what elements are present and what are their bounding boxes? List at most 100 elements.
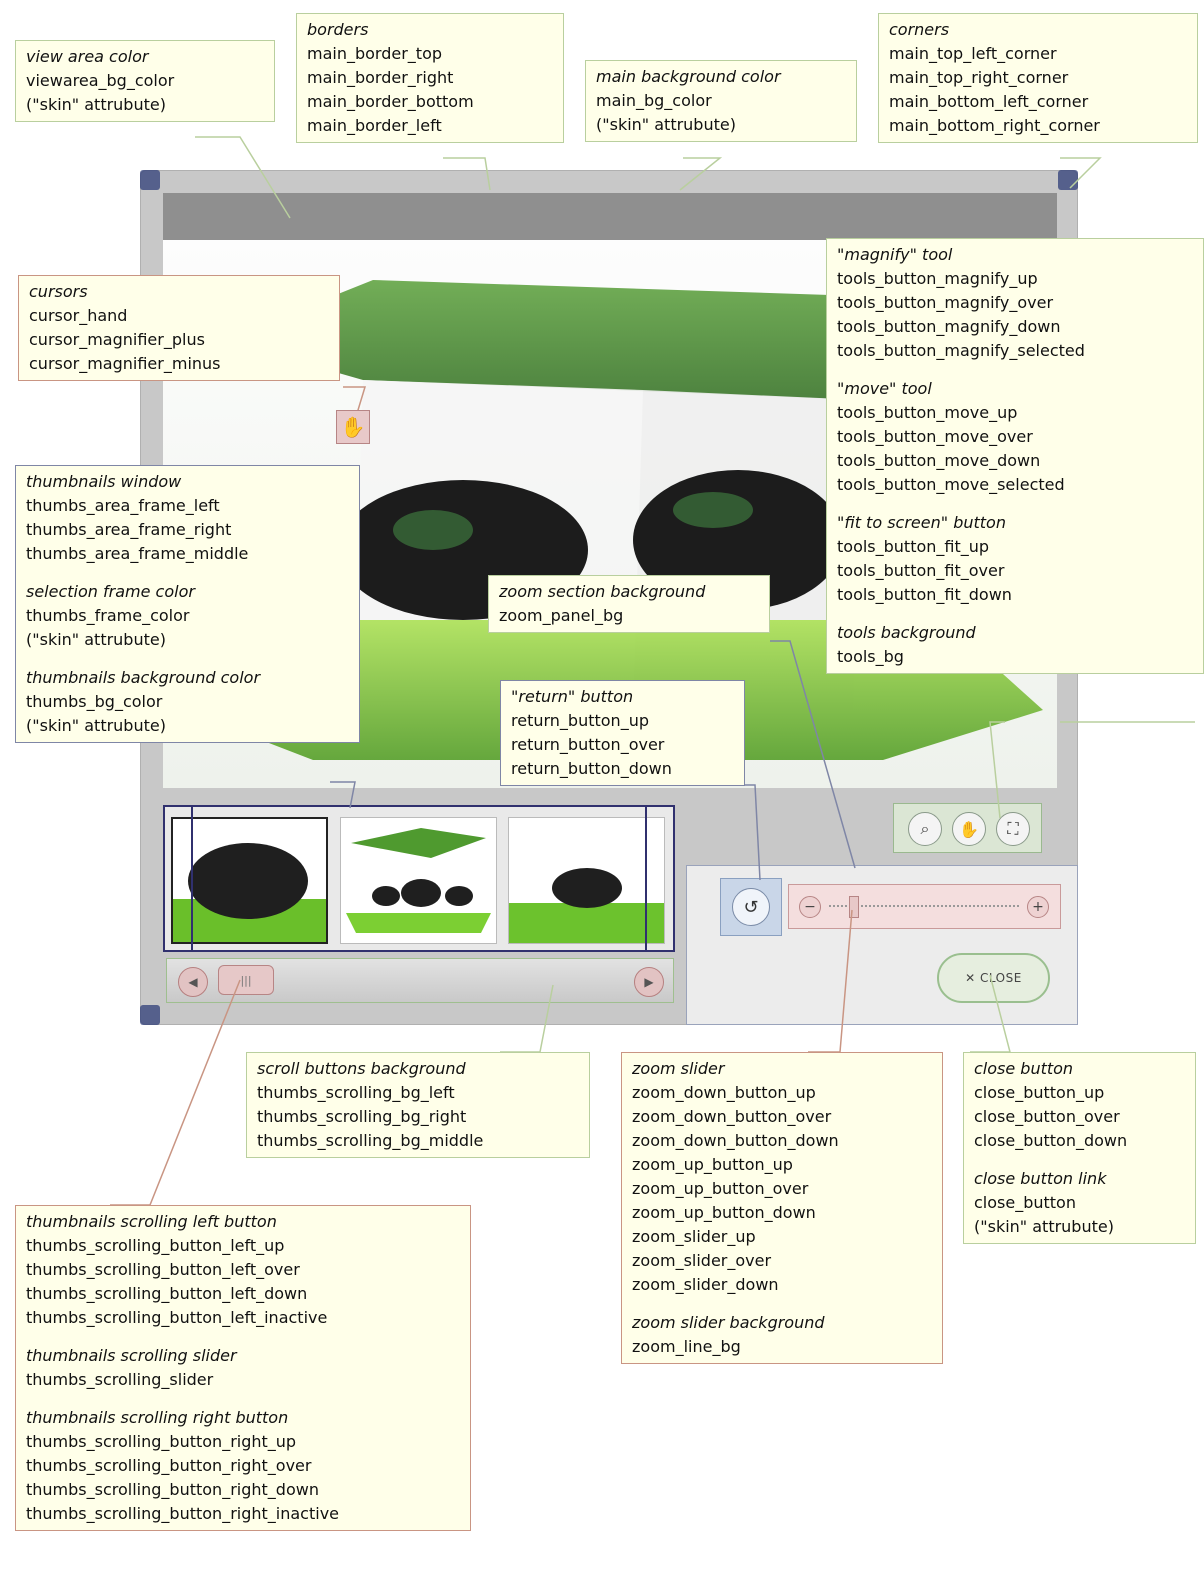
callout-line: thumbs_scrolling_bg_left [257,1083,455,1102]
callout-line: main_border_left [307,116,442,135]
callout-tools: "magnify" tool tools_button_magnify_up t… [826,238,1204,674]
thumbnail-2[interactable] [340,817,497,944]
callout-line: thumbs_area_frame_right [26,520,232,539]
corner-top-left [140,170,160,190]
callout-line: thumbs_scrolling_button_left_up [26,1236,285,1255]
callout-line: close_button_down [974,1131,1128,1150]
thumbnail-image [509,868,664,943]
fit-screen-icon[interactable]: ⛶ [996,812,1030,846]
callout-line: return_button_up [511,711,649,730]
callout-line: cursor_magnifier_minus [29,354,221,373]
selection-frame-right [645,807,647,950]
hand-cursor-icon: ✋ [336,410,370,444]
callout-line: zoom_down_button_over [632,1107,832,1126]
callout-title: close button link [974,1169,1107,1188]
thumbs-scrolling-slider[interactable]: ||| [218,965,274,995]
callout-title: main background color [596,67,781,86]
callout-title: thumbnails scrolling slider [26,1346,237,1365]
arrow-left-icon[interactable]: ◀ [178,967,208,997]
plus-icon[interactable]: + [1027,896,1049,918]
callout-line: tools_button_magnify_up [837,269,1038,288]
callout-title: thumbnails background color [26,668,261,687]
callout-line: tools_button_fit_down [837,585,1012,604]
magnifier-icon[interactable]: ⌕ [908,812,942,846]
callout-line: ("skin" attrubute) [596,115,736,134]
callout-line: cursor_magnifier_plus [29,330,205,349]
callout-return-button: "return" button return_button_up return_… [500,680,745,786]
top-band [163,193,1057,240]
minus-icon[interactable]: − [799,896,821,918]
callout-line: zoom_up_button_down [632,1203,816,1222]
arrow-right-icon[interactable]: ▶ [634,967,664,997]
callout-line: main_border_right [307,68,454,87]
callout-line: main_bottom_left_corner [889,92,1089,111]
callout-line: thumbs_scrolling_bg_middle [257,1131,484,1150]
callout-main-bg: main background color main_bg_color ("sk… [585,60,857,142]
callout-cursors: cursors cursor_hand cursor_magnifier_plu… [18,275,340,381]
return-icon: ↺ [732,888,770,926]
callout-scrolling: thumbnails scrolling left button thumbs_… [15,1205,471,1531]
callout-line: return_button_down [511,759,672,778]
callout-title: corners [889,20,950,39]
callout-line: tools_button_move_up [837,403,1018,422]
callout-title: close button [974,1059,1074,1078]
thumbnails-window [163,805,675,952]
callout-title: thumbnails scrolling right button [26,1408,289,1427]
callout-line: thumbs_scrolling_button_right_up [26,1432,297,1451]
corner-bottom-left [140,1005,160,1025]
callout-line: thumbs_scrolling_button_left_down [26,1284,308,1303]
return-button[interactable]: ↺ [720,878,782,936]
callout-line: tools_button_magnify_selected [837,341,1085,360]
callout-close: close button close_button_up close_butto… [963,1052,1196,1244]
thumbnail-3[interactable] [508,817,665,944]
thumbnail-image [346,828,491,933]
callout-line: zoom_slider_up [632,1227,756,1246]
callout-line: thumbs_scrolling_button_right_down [26,1480,319,1499]
callout-line: tools_button_magnify_down [837,317,1061,336]
callout-title: zoom slider background [632,1313,825,1332]
callout-line: thumbs_area_frame_left [26,496,220,515]
corner-top-right [1058,170,1078,190]
callout-line: thumbs_area_frame_middle [26,544,249,563]
zoom-track [829,905,1019,907]
callout-line: zoom_slider_over [632,1251,772,1270]
zoom-slider[interactable] [849,896,859,918]
callout-line: close_button [974,1193,1076,1212]
callout-thumbnails: thumbnails window thumbs_area_frame_left… [15,465,360,743]
callout-line: thumbs_scrolling_slider [26,1370,214,1389]
callout-line: tools_button_fit_up [837,537,990,556]
callout-line: zoom_line_bg [632,1337,741,1356]
callout-line: thumbs_scrolling_button_right_over [26,1456,312,1475]
callout-line: zoom_panel_bg [499,606,624,625]
callout-line: main_bottom_right_corner [889,116,1100,135]
callout-title: view area color [26,47,149,66]
callout-line: main_border_top [307,44,443,63]
selection-frame-left [191,807,193,950]
callout-title: "move" tool [837,379,932,398]
callout-line: thumbs_scrolling_button_left_over [26,1260,300,1279]
callout-line: ("skin" attrubute) [26,95,166,114]
thumbnail-image [173,843,326,942]
callout-line: zoom_slider_down [632,1275,779,1294]
callout-title: tools background [837,623,976,642]
close-label: CLOSE [980,971,1022,985]
callout-title: zoom section background [499,582,706,601]
callout-title: borders [307,20,369,39]
callout-title: scroll buttons background [257,1059,466,1078]
callout-line: zoom_up_button_up [632,1155,793,1174]
callout-title: zoom slider [632,1059,725,1078]
callout-line: zoom_down_button_down [632,1131,839,1150]
callout-zoom-section: zoom section background zoom_panel_bg [488,575,770,633]
hand-icon[interactable]: ✋ [952,812,986,846]
callout-line: tools_button_move_down [837,451,1041,470]
callout-line: cursor_hand [29,306,128,325]
callout-line: tools_button_magnify_over [837,293,1054,312]
callout-line: close_button_over [974,1107,1120,1126]
callout-borders: borders main_border_top main_border_righ… [296,13,564,143]
callout-line: thumbs_frame_color [26,606,190,625]
thumbnail-1[interactable] [171,817,328,944]
callout-zoom-slider: zoom slider zoom_down_button_up zoom_dow… [621,1052,943,1364]
close-button[interactable]: ✕ CLOSE [937,953,1050,1003]
callout-corners: corners main_top_left_corner main_top_ri… [878,13,1198,143]
callout-title: "return" button [511,687,634,706]
